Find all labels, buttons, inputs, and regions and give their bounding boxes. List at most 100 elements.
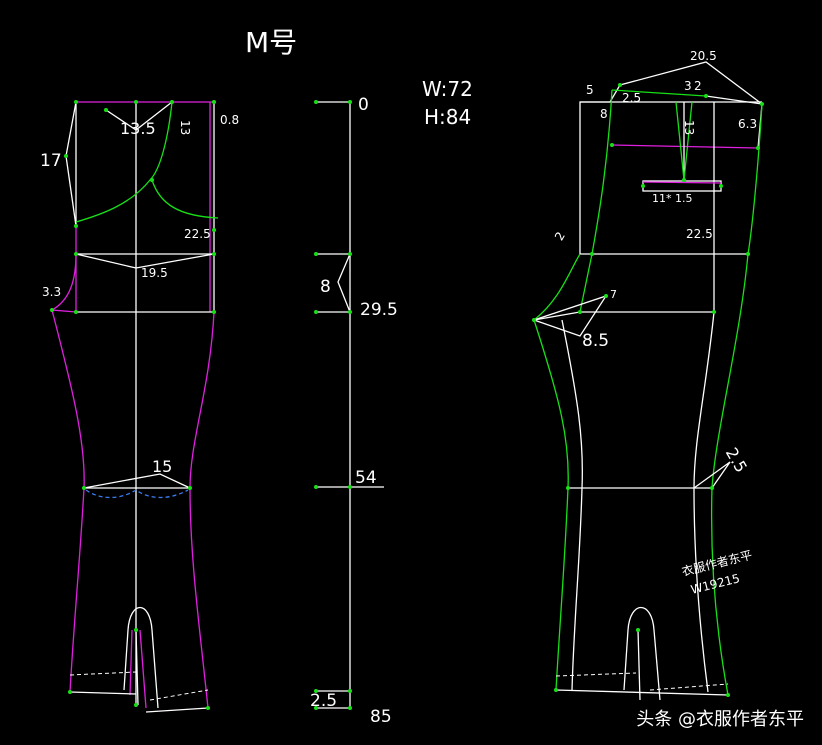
construction-point: [610, 143, 614, 147]
construction-point: [212, 252, 216, 256]
left-neck-v: [105, 101, 173, 131]
right-side-dart: [533, 253, 581, 321]
left-inseam: [189, 311, 215, 709]
left-underarm-curve: [151, 179, 219, 219]
right-label-2-side: 2: [552, 229, 568, 243]
construction-point: [348, 310, 352, 314]
construction-point: [170, 100, 174, 104]
right-label-8-5: 8.5: [582, 331, 609, 351]
construction-point: [566, 486, 570, 490]
construction-point: [314, 689, 318, 693]
right-label-13: 13: [682, 120, 696, 135]
left-outseam: [51, 309, 85, 693]
construction-point: [554, 688, 558, 692]
right-neck-line: [611, 144, 759, 149]
construction-point: [348, 100, 352, 104]
construction-point: [348, 706, 352, 710]
right-front-curve-upper: [747, 103, 763, 255]
construction-point: [348, 485, 352, 489]
footer-attribution: 头条 @衣服作者东平: [636, 709, 804, 730]
construction-point: [314, 310, 318, 314]
right-inseam-white: [693, 311, 715, 693]
construction-point: [74, 310, 78, 314]
right-label-7: 7: [610, 288, 617, 301]
construction-point: [760, 102, 764, 106]
ruler-mark-8: 8: [320, 277, 331, 297]
right-waist-tip: [533, 311, 581, 321]
left-knee-dash: [85, 489, 189, 499]
left-label-13-5: 13.5: [120, 119, 156, 138]
construction-point: [314, 485, 318, 489]
construction-point: [134, 703, 138, 707]
left-label-15: 15: [152, 457, 172, 476]
construction-point: [712, 310, 716, 314]
right-outseam-green: [533, 319, 569, 691]
construction-point: [82, 486, 86, 490]
construction-point: [682, 178, 686, 182]
left-crotch-loop: [123, 607, 159, 709]
construction-point: [348, 689, 352, 693]
left-label-13: 13: [178, 120, 192, 135]
construction-point: [74, 100, 78, 104]
ruler-mark-2-5: 2.5: [310, 691, 337, 711]
construction-point: [314, 706, 318, 710]
construction-point: [188, 486, 192, 490]
right-knee-v: [693, 461, 731, 489]
construction-point: [578, 310, 582, 314]
right-label-pocket: 11* 1.5: [652, 192, 693, 205]
construction-point: [212, 100, 216, 104]
construction-point: [74, 252, 78, 256]
right-label-2: 2: [694, 79, 702, 93]
construction-point: [704, 94, 708, 98]
left-label-17: 17: [40, 151, 62, 171]
construction-points: [50, 83, 764, 710]
right-top-green: [611, 89, 707, 97]
ruler-mark-29-5: 29.5: [360, 300, 398, 320]
right-top-peak: [619, 61, 763, 105]
construction-point: [532, 318, 536, 322]
ruler-mark-85: 85: [370, 707, 392, 727]
left-hem-dash-2: [149, 689, 209, 701]
left-pattern: [49, 101, 219, 713]
left-armhole-outer: [65, 101, 77, 227]
construction-point: [641, 184, 645, 188]
left-crotch-m2: [139, 629, 147, 709]
right-hem-line: [555, 689, 729, 696]
construction-point: [68, 690, 72, 694]
right-label-20-5: 20.5: [690, 49, 717, 63]
construction-point: [314, 252, 318, 256]
construction-point: [206, 706, 210, 710]
right-crotch-loop: [623, 606, 661, 701]
left-crotch-m1: [129, 629, 133, 696]
right-label-2-5: 2.5: [622, 91, 641, 105]
left-label-19-5: 19.5: [141, 266, 168, 280]
waist-measure: W:72: [422, 77, 473, 101]
left-hem-dash-1: [69, 671, 137, 676]
right-side-seam-upper: [579, 89, 613, 313]
right-hem-dash-1: [555, 672, 637, 677]
left-side-dart: [49, 253, 77, 313]
construction-point: [134, 100, 138, 104]
construction-point: [710, 486, 714, 490]
right-label-2-5-knee: 2.5: [722, 444, 751, 476]
construction-point: [590, 252, 594, 256]
scale-ruler: [316, 101, 384, 709]
right-label-6-3: 6.3: [738, 117, 757, 131]
construction-point: [604, 294, 608, 298]
construction-point: [74, 224, 78, 228]
construction-point: [212, 228, 216, 232]
right-hem-dash-2: [649, 683, 729, 691]
construction-point: [636, 628, 640, 632]
drawing-title: M号: [245, 26, 297, 59]
ruler-bracket-8: [337, 253, 351, 313]
construction-point: [726, 693, 730, 697]
construction-point: [150, 178, 154, 182]
right-label-22-5: 22.5: [686, 227, 713, 241]
construction-point: [719, 184, 723, 188]
right-crotch-center: [637, 629, 641, 701]
right-dart-triangle: [533, 294, 608, 337]
left-hem-1: [69, 691, 137, 695]
left-chest-v: [75, 253, 215, 269]
construction-point: [104, 108, 108, 112]
